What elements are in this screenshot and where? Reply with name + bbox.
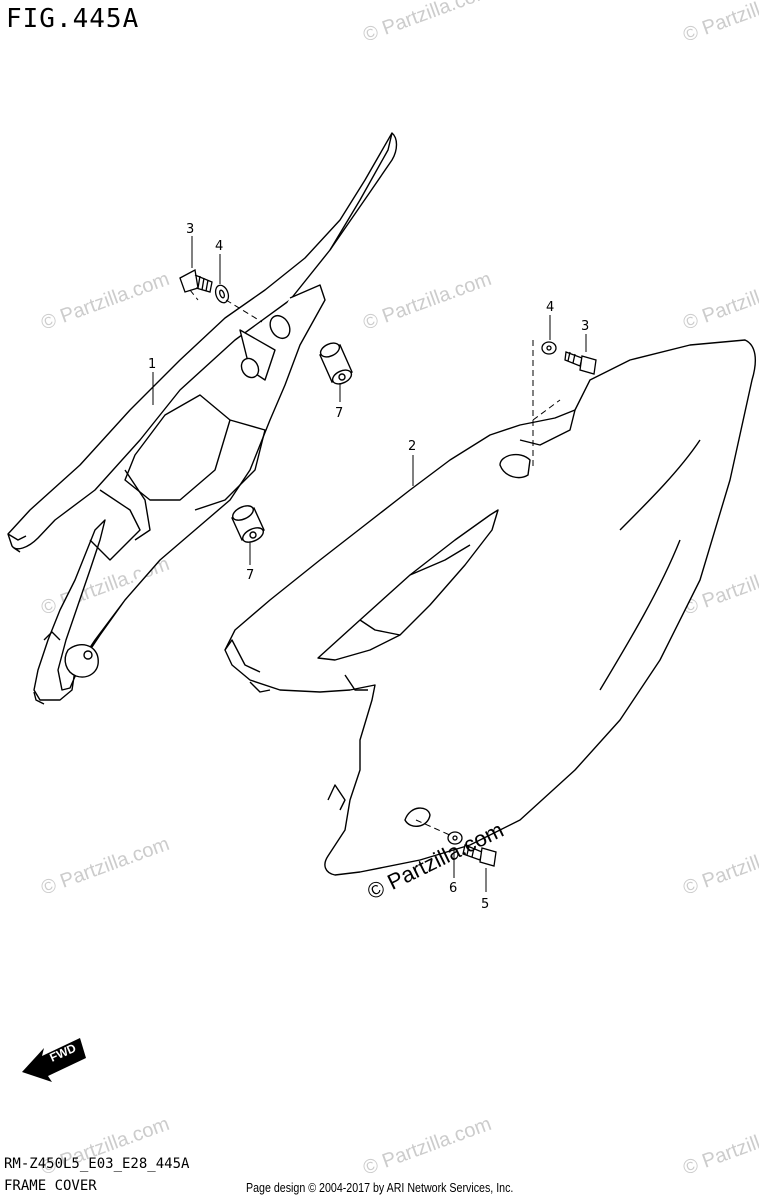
bolt-lower bbox=[462, 844, 497, 867]
callout-6: 6 bbox=[449, 881, 457, 896]
watermark: © Partzilla.com bbox=[680, 0, 759, 47]
callout-labels: 3 4 1 7 7 2 4 3 6 5 bbox=[148, 222, 589, 912]
bolt-upper-left bbox=[179, 269, 213, 293]
damper-upper bbox=[319, 342, 353, 385]
damper-lower bbox=[231, 505, 265, 543]
callout-4-right: 4 bbox=[546, 300, 554, 315]
figure-title: FIG.445A bbox=[6, 4, 140, 34]
washer-upper-left bbox=[214, 284, 230, 304]
model-code: RM-Z450L5_E03_E28_445A bbox=[4, 1156, 190, 1172]
leader-lines bbox=[152, 236, 587, 892]
bolt-upper-right bbox=[564, 351, 597, 375]
watermark: © Partzilla.com bbox=[38, 833, 172, 900]
callout-7-upper: 7 bbox=[335, 406, 343, 421]
callout-2: 2 bbox=[408, 439, 416, 454]
washer-lower bbox=[447, 831, 463, 845]
callout-4-left: 4 bbox=[215, 239, 223, 254]
frame-cover-right bbox=[224, 339, 757, 876]
watermark: © Partzilla.com bbox=[38, 268, 172, 335]
section-name: FRAME COVER bbox=[4, 1178, 97, 1194]
callout-5: 5 bbox=[481, 897, 489, 912]
watermark: © Partzilla.com bbox=[360, 268, 494, 335]
washer-upper-right bbox=[541, 341, 557, 355]
callout-1: 1 bbox=[148, 357, 156, 372]
callout-7-lower: 7 bbox=[246, 568, 254, 583]
watermark: © Partzilla.com bbox=[360, 0, 494, 47]
callout-3-right: 3 bbox=[581, 319, 589, 334]
callout-3-left: 3 bbox=[186, 222, 194, 237]
watermark: © Partzilla.com bbox=[360, 1113, 494, 1180]
frame-cover-left bbox=[7, 132, 398, 705]
watermark: © Partzilla.com bbox=[680, 1113, 759, 1180]
forward-arrow-icon: FWD bbox=[22, 1038, 86, 1082]
watermark: © Partzilla.com bbox=[680, 833, 759, 900]
page-credit: Page design © 2004-2017 by ARI Network S… bbox=[246, 1180, 514, 1195]
watermark: © Partzilla.com bbox=[680, 268, 759, 335]
